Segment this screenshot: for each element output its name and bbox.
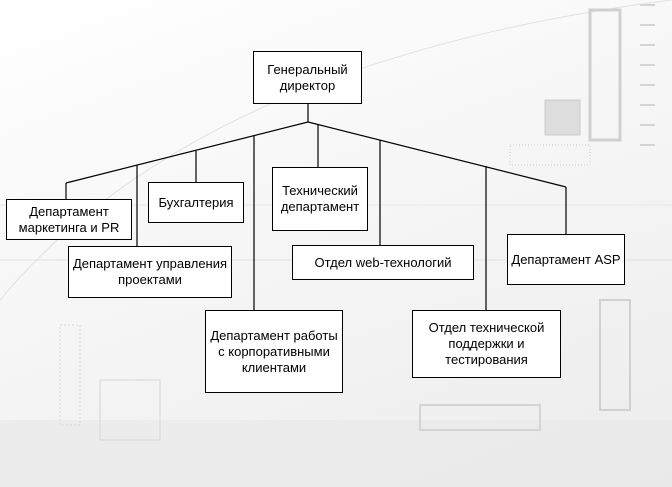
tech-support-testing-department-box: Отдел технической поддержки и тестирован… bbox=[412, 310, 561, 378]
project-management-department-box: Департамент управления проектами bbox=[68, 246, 232, 298]
corporate-clients-department-box: Департамент работы с корпоративными клие… bbox=[205, 310, 343, 393]
technical-department-box: Технический департамент bbox=[272, 167, 368, 231]
web-technologies-department-box: Отдел web-технологий bbox=[292, 245, 474, 280]
asp-department-box: Департамент ASP bbox=[507, 234, 625, 285]
general-director-box: Генеральный директор bbox=[253, 51, 362, 104]
marketing-pr-department-box: Департамент маркетинга и PR bbox=[6, 199, 132, 240]
accounting-box: Бухгалтерия bbox=[148, 182, 244, 223]
